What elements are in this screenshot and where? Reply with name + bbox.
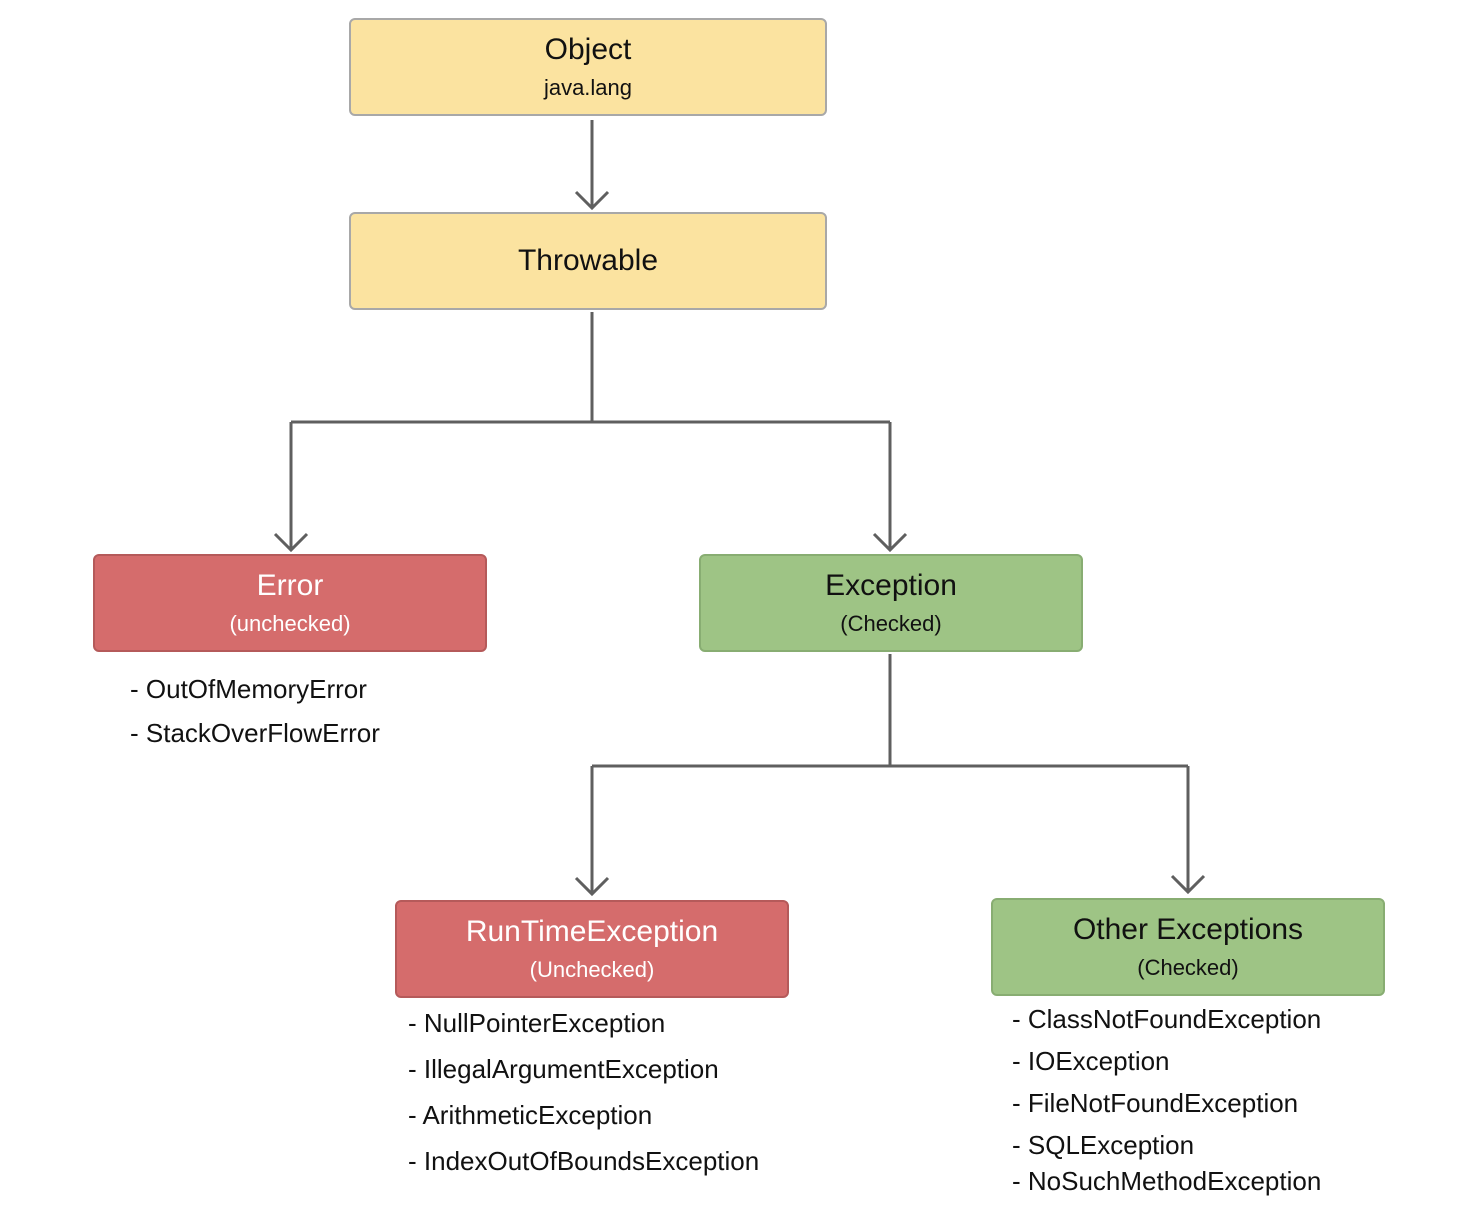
- node-throwable: Throwable: [349, 212, 827, 310]
- edge-throwable-to-exception: [872, 422, 908, 553]
- edge-object-to-throwable: [574, 120, 610, 211]
- list-item: - ArithmeticException: [408, 1100, 653, 1130]
- node-exception: Exception (Checked): [699, 554, 1083, 652]
- edge-exception-to-runtime: [574, 766, 610, 897]
- node-runtime-subtitle: (Unchecked): [529, 957, 655, 982]
- list-item: - StackOverFlowError: [130, 718, 380, 748]
- node-exception-subtitle: (Checked): [840, 611, 942, 636]
- list-item: - IndexOutOfBoundsException: [408, 1146, 760, 1176]
- node-object-title: Object: [544, 33, 632, 66]
- list-item: - FileNotFoundException: [1012, 1088, 1299, 1118]
- node-error-subtitle: (unchecked): [229, 611, 351, 636]
- list-item: - NoSuchMethodException: [1012, 1166, 1322, 1196]
- list-item: - ClassNotFoundException: [1012, 1004, 1322, 1034]
- list-item: - IllegalArgumentException: [408, 1054, 719, 1084]
- edge-exception-to-other: [1170, 766, 1206, 895]
- edge-exception-branch: [592, 654, 1188, 768]
- edge-throwable-branch: [291, 312, 890, 424]
- other-examples-list: - ClassNotFoundException - IOException -…: [1012, 1002, 1321, 1206]
- node-object-subtitle: java.lang: [543, 75, 633, 100]
- node-other-title: Other Exceptions: [1072, 913, 1304, 946]
- edge-throwable-to-error: [273, 422, 309, 553]
- runtime-examples-list: - NullPointerException - IllegalArgument…: [408, 1006, 759, 1190]
- list-item: - OutOfMemoryError: [130, 674, 367, 704]
- list-item: - NullPointerException: [408, 1008, 666, 1038]
- node-error-title: Error: [256, 569, 324, 602]
- node-other-exceptions: Other Exceptions (Checked): [991, 898, 1385, 996]
- error-examples-list: - OutOfMemoryError - StackOverFlowError: [130, 672, 380, 760]
- list-item: - SQLException: [1012, 1130, 1195, 1160]
- list-item: - IOException: [1012, 1046, 1170, 1076]
- node-error: Error (unchecked): [93, 554, 487, 652]
- node-runtime-title: RunTimeException: [465, 915, 719, 948]
- node-object: Object java.lang: [349, 18, 827, 116]
- node-other-subtitle: (Checked): [1137, 955, 1239, 980]
- node-exception-title: Exception: [825, 569, 957, 602]
- node-throwable-title: Throwable: [517, 244, 659, 277]
- node-runtime-exception: RunTimeException (Unchecked): [395, 900, 789, 998]
